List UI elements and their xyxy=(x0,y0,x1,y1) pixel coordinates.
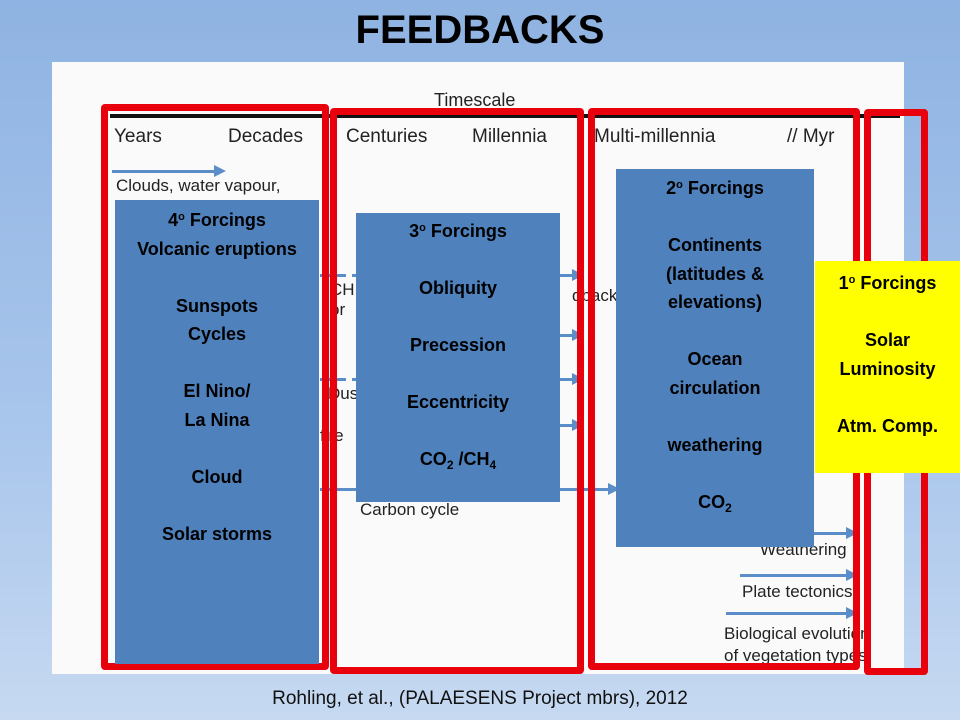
frame-4th-forcings xyxy=(101,104,329,670)
clouds-label: Clouds, water vapour, xyxy=(116,176,281,195)
box-2nd-title: 2o Forcings xyxy=(666,178,764,198)
box-4th-item: El Nino/ xyxy=(183,381,251,401)
box-1st-item xyxy=(815,383,960,412)
box-4th-item xyxy=(115,349,319,378)
box-4th-item xyxy=(115,491,319,520)
box-2nd-item: (latitudes & xyxy=(665,263,764,284)
column-decades: Decades xyxy=(228,126,303,147)
box-1st-item: Luminosity xyxy=(839,358,936,379)
box-4th-item: Volcanic eruptions xyxy=(137,238,297,259)
box-3rd-title: 3o Forcings xyxy=(409,221,507,241)
bio-evolution-label-1: Biological evolution xyxy=(724,624,870,643)
feedback-fragment: dback; xyxy=(572,286,623,305)
clouds-arrow xyxy=(112,165,226,177)
column-multi-millennia: Multi-millennia xyxy=(594,126,716,147)
box-4th-title: 4o Forcings xyxy=(168,210,266,230)
box-2nd-item xyxy=(616,317,814,346)
timescale-label: Timescale xyxy=(434,90,516,110)
box-1st-item: Atm. Comp. xyxy=(837,415,938,436)
timescale-axis xyxy=(110,114,900,118)
box-3rd-item xyxy=(356,246,560,275)
box-1st-item: Solar xyxy=(864,330,911,350)
box-3rd-item: Precession xyxy=(409,335,507,355)
source-credit: Rohling, et al., (PALAESENS Project mbrs… xyxy=(272,688,688,709)
box-3rd-forcings: 3o Forcings Obliquity Precession Eccentr… xyxy=(356,213,560,502)
box-4th-item xyxy=(115,434,319,463)
bio-evolution-label-2: of vegetation types xyxy=(724,646,867,665)
box-2nd-item xyxy=(616,402,814,431)
box-3rd-item: Obliquity xyxy=(419,278,497,298)
box-3rd-item xyxy=(356,417,560,446)
box-3rd-item xyxy=(356,360,560,389)
slide-title: FEEDBACKS xyxy=(355,8,605,52)
column-centuries: Centuries xyxy=(346,126,428,147)
box-2nd-item xyxy=(616,459,814,488)
box-2nd-item: elevations) xyxy=(667,292,763,312)
frame-3rd-forcings xyxy=(330,108,584,674)
box-1st-forcings: 1o Forcings Solar Luminosity Atm. Comp. xyxy=(815,261,960,473)
box-4th-item: Cloud xyxy=(191,466,243,487)
plate-tectonics-label: Plate tectonics xyxy=(742,582,853,601)
box-4th-item: Solar storms xyxy=(161,523,273,544)
box-2nd-forcings: 2o Forcings Continents (latitudes & elev… xyxy=(616,169,814,547)
box-3rd-gases: CO2 /CH4 xyxy=(419,449,497,472)
column-myr: // Myr xyxy=(787,126,835,147)
box-3rd-item: Eccentricity xyxy=(406,392,510,412)
box-2nd-item xyxy=(616,203,814,232)
box-3rd-item xyxy=(356,303,560,332)
box-4th-item: La Nina xyxy=(184,409,250,430)
box-2nd-item: Ocean xyxy=(687,349,743,369)
box-2nd-item: circulation xyxy=(669,377,761,398)
column-years: Years xyxy=(114,126,162,147)
box-2nd-item: weathering xyxy=(667,434,763,455)
box-2nd-item: Continents xyxy=(668,235,762,255)
box-4th-forcings: 4o Forcings Volcanic eruptions Sunspots … xyxy=(115,200,319,664)
box-2nd-gas: CO2 xyxy=(698,491,732,515)
column-millennia: Millennia xyxy=(472,126,547,147)
carbon-cycle-label: Carbon cycle xyxy=(360,500,460,519)
box-1st-title: 1o Forcings xyxy=(838,273,937,293)
box-4th-item: Cycles xyxy=(187,324,247,344)
box-4th-item xyxy=(115,263,319,292)
box-4th-item: Sunspots xyxy=(175,295,258,316)
box-1st-item xyxy=(815,298,960,327)
